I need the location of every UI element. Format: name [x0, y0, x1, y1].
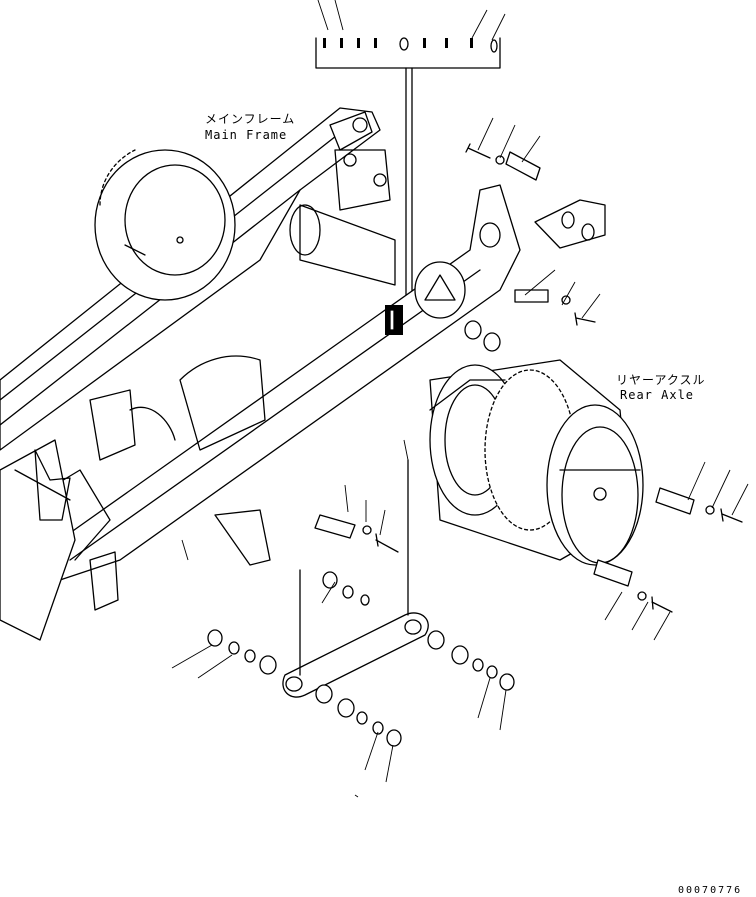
callout-bracket — [315, 0, 506, 301]
rear-axle-label-en: Rear Axle — [620, 388, 695, 402]
upper-pin-set — [464, 117, 606, 352]
main-frame — [0, 107, 521, 641]
main-frame-label-en: Main Frame — [205, 128, 288, 142]
leader-lines — [181, 439, 409, 798]
front-axle-gear — [94, 149, 236, 301]
bushing-stacks — [171, 629, 515, 783]
lateral-link — [282, 459, 429, 698]
main-frame-label-jp: メインフレーム — [205, 112, 296, 126]
rear-axle-pin-set — [593, 461, 749, 641]
centre-bracket-pins — [314, 484, 399, 606]
rear-axle-assembly — [429, 359, 644, 566]
pivot-trunnion — [289, 204, 501, 335]
rear-axle-label-jp: リヤーアクスル — [616, 373, 706, 387]
drawing-number: 00070776 — [678, 885, 743, 896]
